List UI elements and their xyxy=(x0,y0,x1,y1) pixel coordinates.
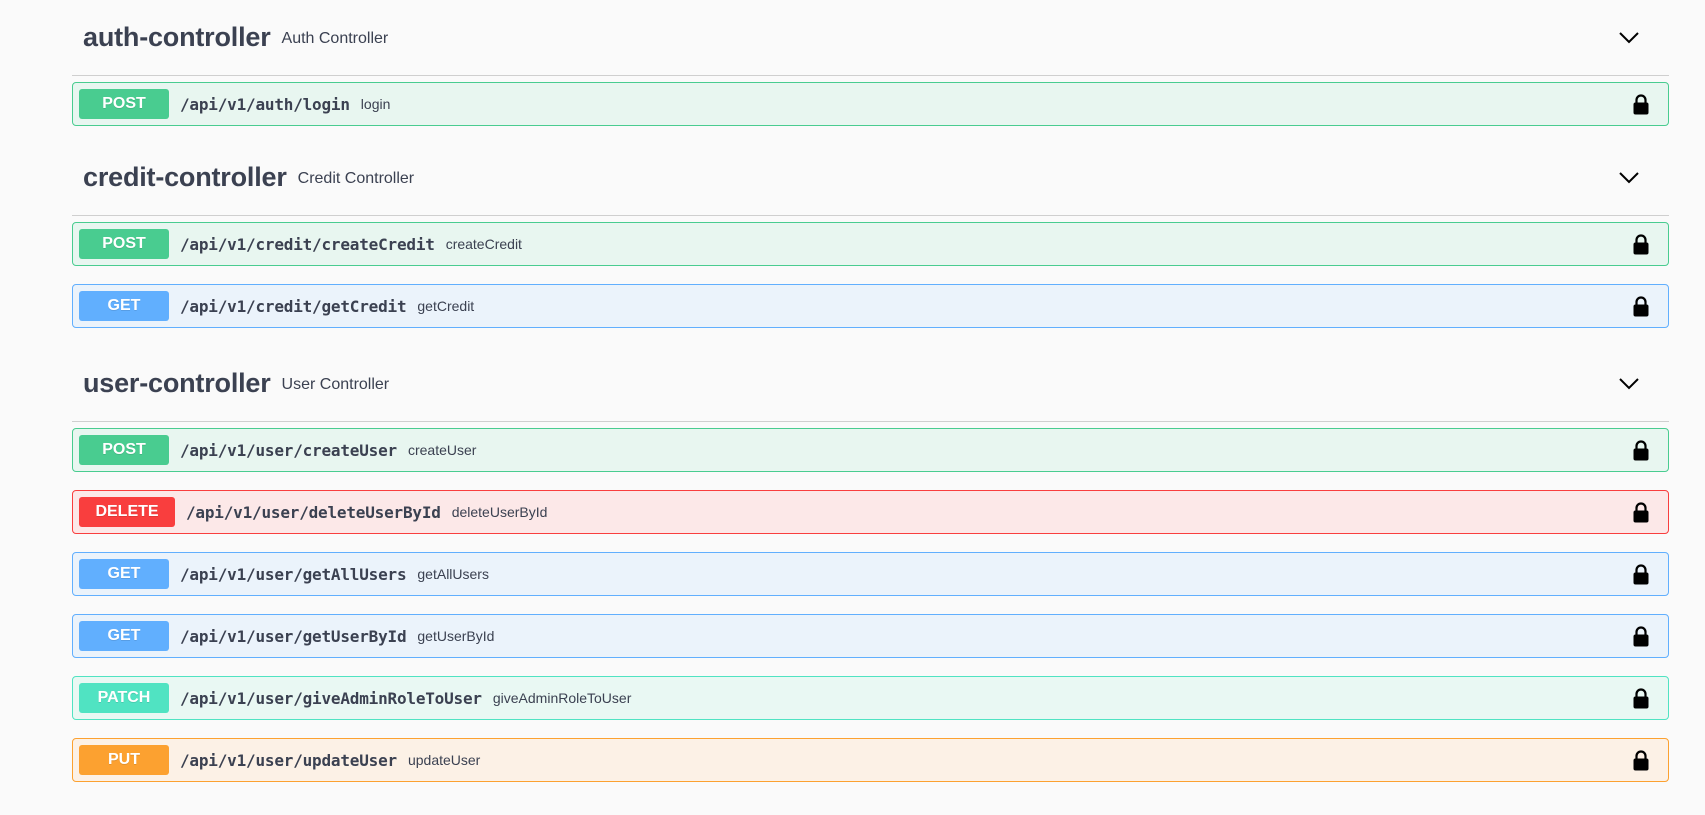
method-badge: PATCH xyxy=(79,683,169,713)
operation-path: /api/v1/user/giveAdminRoleToUser xyxy=(180,688,482,708)
section-header-credit-controller[interactable]: credit-controller Credit Controller xyxy=(72,140,1669,216)
operation-summary: getUserById xyxy=(417,628,495,644)
chevron-down-icon[interactable] xyxy=(1619,374,1639,394)
lock-icon[interactable] xyxy=(1633,439,1649,461)
operation-summary: login xyxy=(360,96,391,112)
operation-path: /api/v1/auth/login xyxy=(180,94,350,114)
section-header-user-controller[interactable]: user-controller User Controller xyxy=(72,346,1669,422)
operation-row[interactable]: POST /api/v1/auth/login login xyxy=(72,82,1669,126)
method-badge: POST xyxy=(79,435,169,465)
operation-row[interactable]: PUT /api/v1/user/updateUser updateUser xyxy=(72,738,1669,782)
method-badge: POST xyxy=(79,229,169,259)
lock-icon[interactable] xyxy=(1633,687,1649,709)
operation-summary: createCredit xyxy=(445,236,522,252)
operation-row[interactable]: GET /api/v1/credit/getCredit getCredit xyxy=(72,284,1669,328)
section-credit-controller: credit-controller Credit Controller POST… xyxy=(72,140,1669,328)
section-title: user-controller xyxy=(83,368,271,398)
chevron-down-icon[interactable] xyxy=(1619,28,1639,48)
operation-path: /api/v1/credit/createCredit xyxy=(180,234,435,254)
section-description: Credit Controller xyxy=(297,169,415,187)
section-auth-controller: auth-controller Auth Controller POST /ap… xyxy=(72,0,1669,126)
operation-summary: deleteUserById xyxy=(451,504,548,520)
operation-path: /api/v1/user/createUser xyxy=(180,440,397,460)
method-badge: GET xyxy=(79,291,169,321)
chevron-down-icon[interactable] xyxy=(1619,168,1639,188)
section-title: auth-controller xyxy=(83,22,271,52)
operation-summary: giveAdminRoleToUser xyxy=(492,690,632,706)
operation-row[interactable]: POST /api/v1/user/createUser createUser xyxy=(72,428,1669,472)
section-user-controller: user-controller User Controller POST /ap… xyxy=(72,346,1669,782)
section-header-auth-controller[interactable]: auth-controller Auth Controller xyxy=(72,0,1669,76)
section-description: User Controller xyxy=(281,375,390,393)
operation-row[interactable]: PATCH /api/v1/user/giveAdminRoleToUser g… xyxy=(72,676,1669,720)
lock-icon[interactable] xyxy=(1633,295,1649,317)
operation-summary: createUser xyxy=(407,442,477,458)
operation-row[interactable]: DELETE /api/v1/user/deleteUserById delet… xyxy=(72,490,1669,534)
method-badge: POST xyxy=(79,89,169,119)
lock-icon[interactable] xyxy=(1633,93,1649,115)
lock-icon[interactable] xyxy=(1633,563,1649,585)
operation-row[interactable]: GET /api/v1/user/getAllUsers getAllUsers xyxy=(72,552,1669,596)
operation-summary: getCredit xyxy=(417,298,475,314)
method-badge: DELETE xyxy=(79,497,175,527)
method-badge: PUT xyxy=(79,745,169,775)
operation-path: /api/v1/user/updateUser xyxy=(180,750,397,770)
api-operations-list: auth-controller Auth Controller POST /ap… xyxy=(72,0,1669,800)
lock-icon[interactable] xyxy=(1633,501,1649,523)
section-description: Auth Controller xyxy=(281,29,389,47)
lock-icon[interactable] xyxy=(1633,749,1649,771)
operation-summary: updateUser xyxy=(407,752,481,768)
operation-summary: getAllUsers xyxy=(417,566,489,582)
lock-icon[interactable] xyxy=(1633,233,1649,255)
operation-row[interactable]: GET /api/v1/user/getUserById getUserById xyxy=(72,614,1669,658)
operation-path: /api/v1/user/getAllUsers xyxy=(180,564,407,584)
lock-icon[interactable] xyxy=(1633,625,1649,647)
method-badge: GET xyxy=(79,559,169,589)
method-badge: GET xyxy=(79,621,169,651)
operation-path: /api/v1/credit/getCredit xyxy=(180,296,407,316)
operation-path: /api/v1/user/deleteUserById xyxy=(186,502,441,522)
operation-row[interactable]: POST /api/v1/credit/createCredit createC… xyxy=(72,222,1669,266)
operation-path: /api/v1/user/getUserById xyxy=(180,626,407,646)
section-title: credit-controller xyxy=(83,162,287,192)
